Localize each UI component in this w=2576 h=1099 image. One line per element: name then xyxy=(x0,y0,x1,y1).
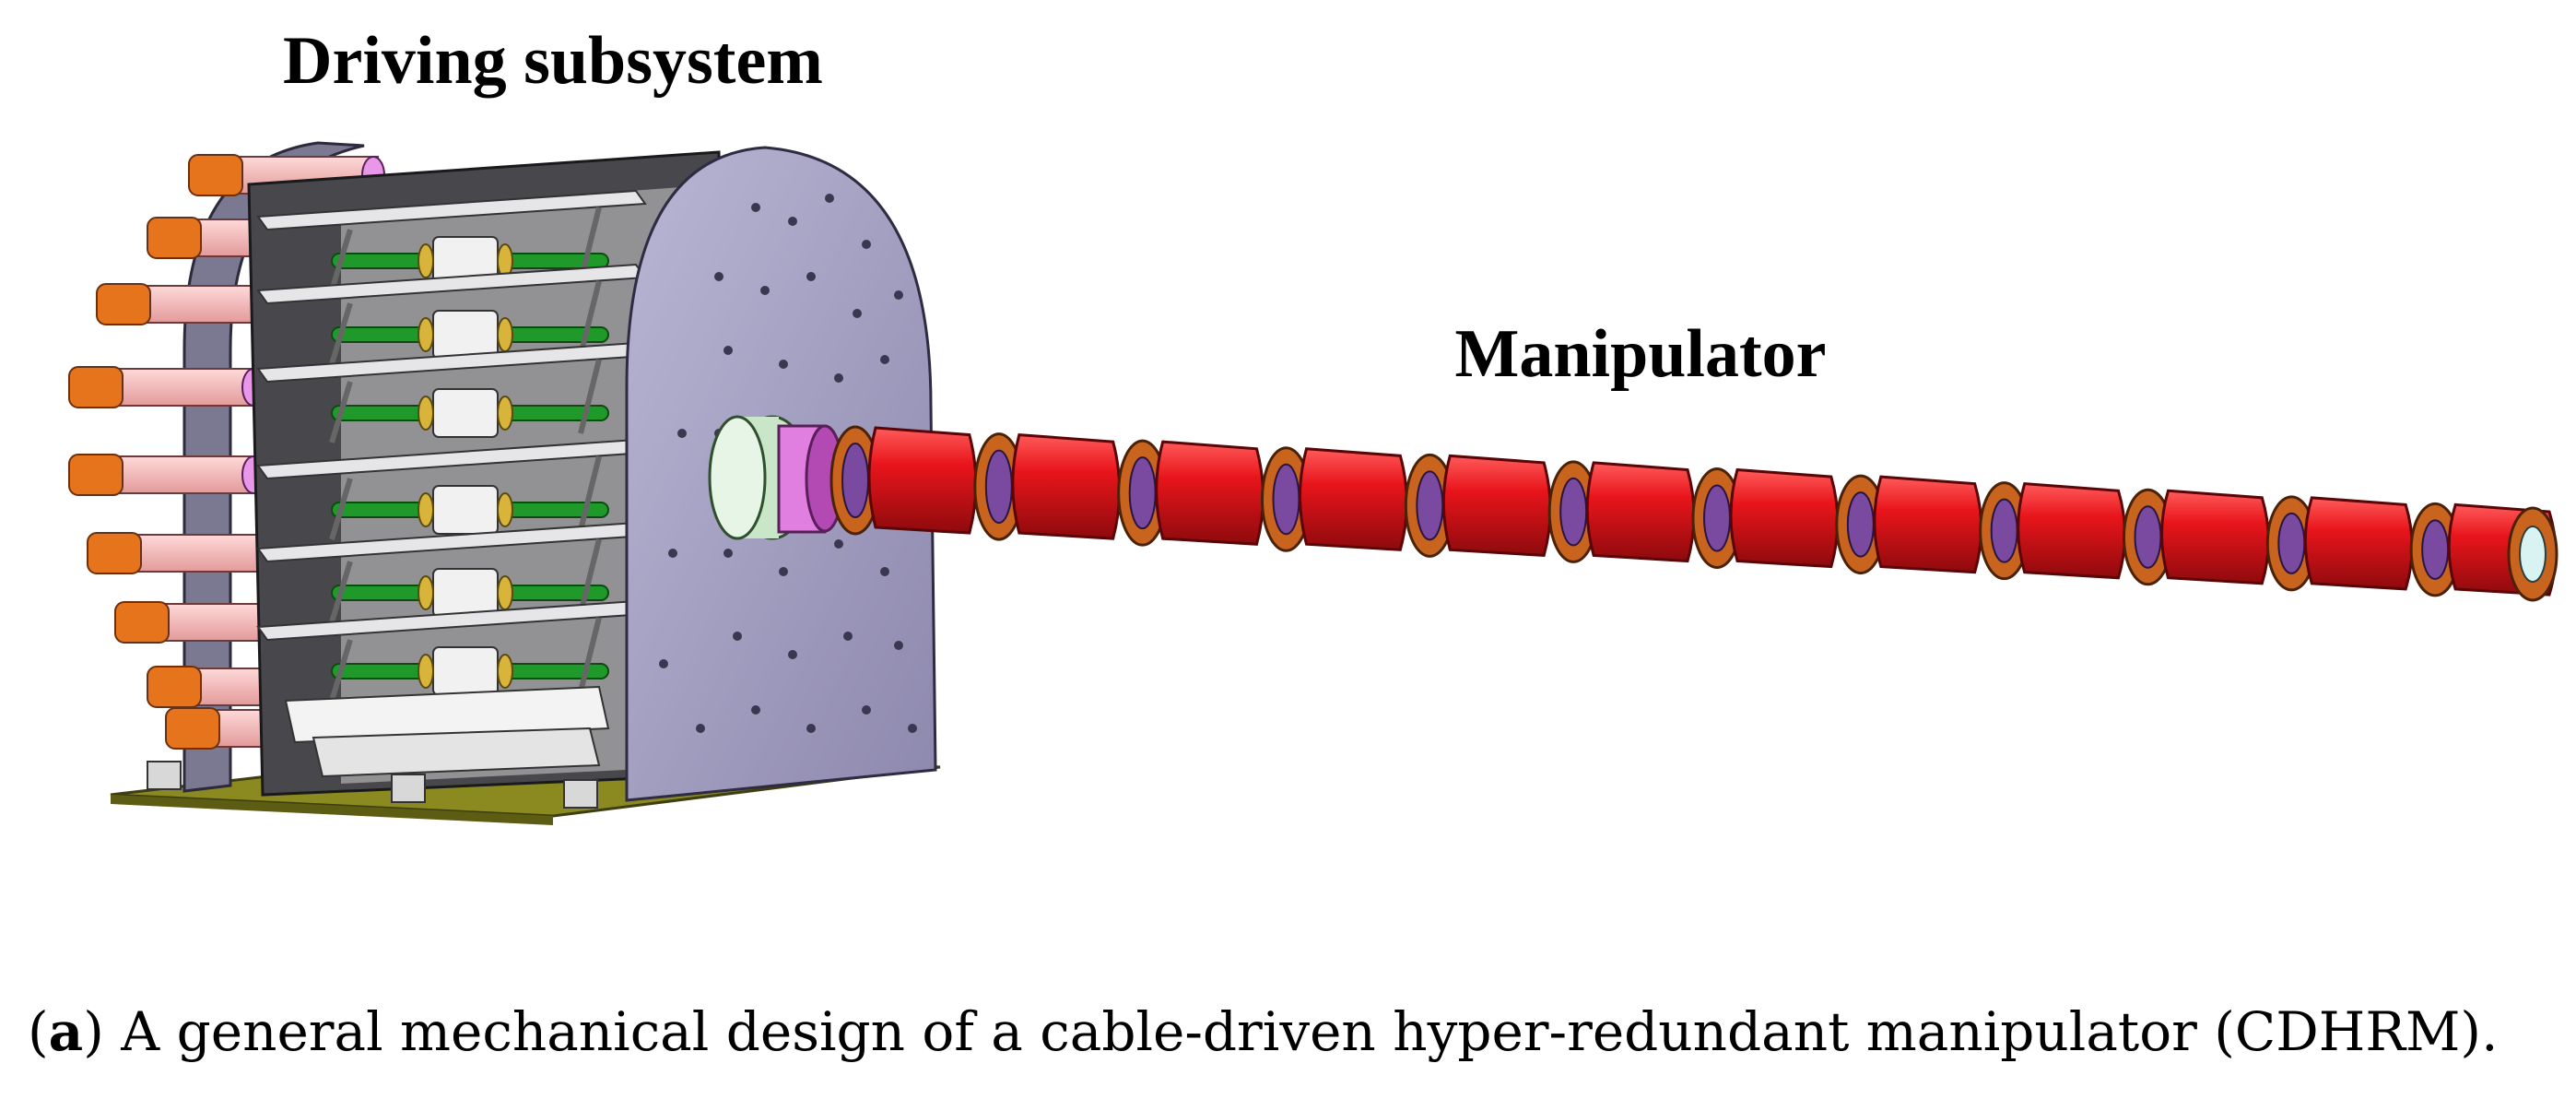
foot xyxy=(391,774,426,803)
hole xyxy=(788,217,797,226)
motor xyxy=(68,454,265,496)
joint-core xyxy=(1128,456,1157,530)
link-tube xyxy=(1011,432,1122,540)
lower-plate xyxy=(312,727,601,778)
manipulator-link xyxy=(1691,467,1840,569)
manipulator-link xyxy=(1404,453,1552,558)
motor xyxy=(68,366,265,408)
shaft-coupling xyxy=(432,310,499,360)
joint-core xyxy=(2134,505,2162,569)
hole xyxy=(788,650,797,659)
hole xyxy=(834,373,843,383)
manipulator-label: Manipulator xyxy=(1455,316,1827,392)
manipulator-link xyxy=(1261,446,1408,552)
hole xyxy=(880,567,889,576)
hole xyxy=(843,632,853,641)
link-tube xyxy=(1299,447,1408,551)
hole xyxy=(862,240,871,249)
hole xyxy=(779,567,788,576)
foot xyxy=(147,761,182,790)
link-tube xyxy=(1441,454,1552,557)
manipulator-link xyxy=(973,432,1122,541)
manipulator-link xyxy=(829,425,978,536)
hole xyxy=(696,724,705,733)
hole xyxy=(880,355,889,364)
manipulator-link xyxy=(1835,474,1983,575)
figure-caption: (a) A general mechanical design of a cab… xyxy=(28,1000,2553,1063)
link-tube xyxy=(1585,461,1696,563)
hole xyxy=(723,346,733,355)
hole xyxy=(908,724,917,733)
base-flange xyxy=(708,415,845,540)
hole xyxy=(806,724,816,733)
shaft-coupling xyxy=(432,485,499,535)
manipulator-link xyxy=(2123,488,2270,586)
hole xyxy=(733,632,742,641)
hole xyxy=(779,360,788,369)
joint-core xyxy=(1990,498,2018,563)
end-effector xyxy=(2519,526,2547,583)
hole xyxy=(825,194,834,203)
link-tube xyxy=(1729,467,1840,569)
hole xyxy=(894,290,903,300)
caption-tag: a xyxy=(48,1000,84,1063)
driving-subsystem-label: Driving subsystem xyxy=(283,23,823,99)
joint-core xyxy=(841,443,869,518)
rail-stage xyxy=(256,521,647,623)
caption-close-paren: ) xyxy=(83,1000,104,1063)
caption-text: A general mechanical design of a cable-d… xyxy=(103,1000,2499,1063)
manipulator-link xyxy=(1547,460,1696,563)
hole xyxy=(723,549,733,558)
rail-stage xyxy=(256,599,647,702)
hole xyxy=(862,705,871,715)
hole xyxy=(834,539,843,549)
joint-core xyxy=(1272,463,1300,536)
link-tube xyxy=(1155,440,1264,546)
shaft-coupling xyxy=(432,646,499,696)
hole xyxy=(751,705,760,715)
hole xyxy=(659,659,668,668)
hole xyxy=(668,549,677,558)
lower-plate xyxy=(284,685,610,744)
rail-stage xyxy=(256,341,647,443)
joint-core xyxy=(1416,470,1444,541)
plate-holes xyxy=(659,194,917,733)
link-tube xyxy=(867,426,978,535)
shaft-coupling xyxy=(432,388,499,438)
motor xyxy=(87,532,284,574)
joint-core xyxy=(984,449,1013,525)
link-tube xyxy=(2017,482,2126,580)
driving-subsystem xyxy=(68,141,941,825)
hole xyxy=(806,272,816,281)
joint-core xyxy=(2277,512,2306,574)
manipulator-link xyxy=(1979,481,2126,581)
hole xyxy=(894,641,903,650)
hole xyxy=(751,203,760,212)
link-tube xyxy=(1873,475,1983,574)
hole xyxy=(760,286,770,295)
manipulator-link xyxy=(1117,439,1264,547)
hole xyxy=(853,309,862,318)
manipulator xyxy=(829,425,2558,602)
joint-core xyxy=(1559,477,1588,547)
hole xyxy=(714,272,723,281)
foot xyxy=(563,779,598,809)
manipulator-link xyxy=(2265,495,2414,592)
link-tube xyxy=(2303,496,2414,591)
link-tube xyxy=(2160,489,2270,585)
rail-stage xyxy=(256,438,647,540)
hole xyxy=(677,429,687,438)
shaft-coupling xyxy=(432,568,499,618)
joint-core xyxy=(1846,491,1875,558)
joint-core xyxy=(1703,484,1731,552)
joint-core xyxy=(2421,519,2450,580)
rail-stage xyxy=(256,189,647,291)
caption-open-paren: ( xyxy=(28,1000,49,1063)
